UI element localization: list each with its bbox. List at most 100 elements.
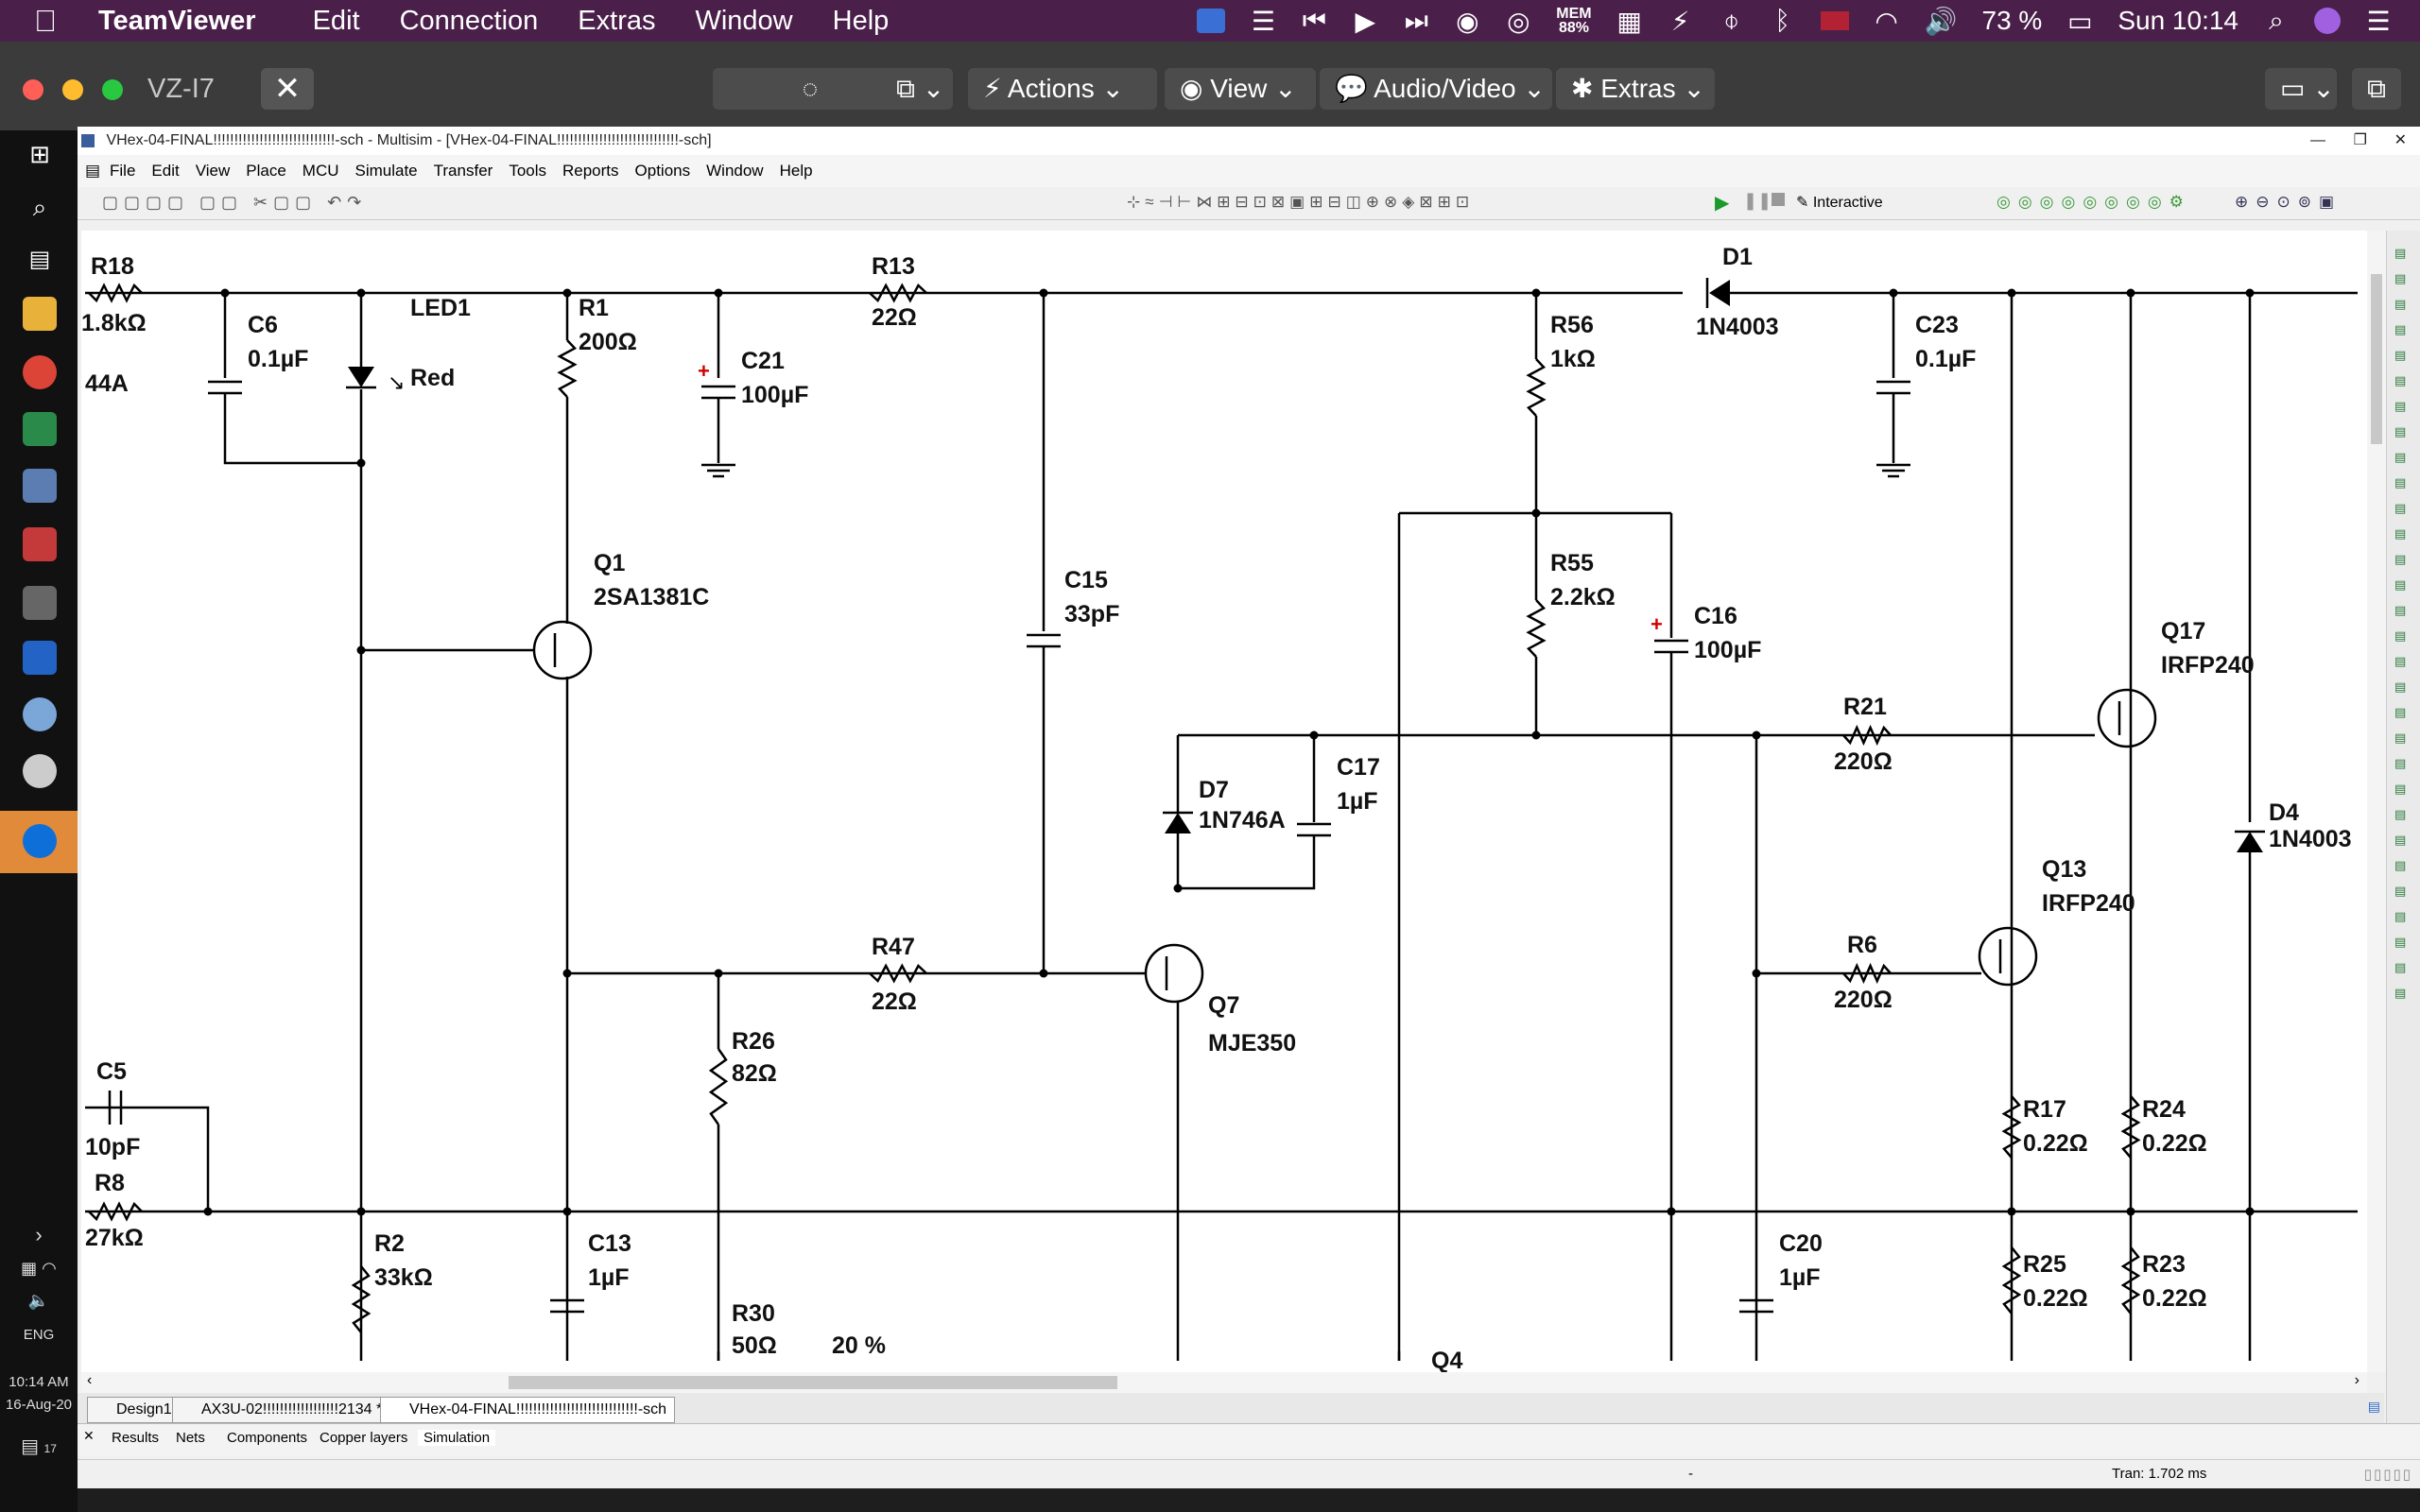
lightning-icon[interactable]: ⚡ <box>1670 6 1690 36</box>
interactive-mode-button[interactable]: ✎ Interactive <box>1796 195 1883 211</box>
menu-place[interactable]: Place <box>246 162 286 180</box>
vertical-scroll-thumb[interactable] <box>2371 274 2382 444</box>
menu-window[interactable]: Window <box>706 162 764 180</box>
battery-icon[interactable]: ▭ <box>2067 6 2093 36</box>
tab-components[interactable]: Components <box>227 1430 308 1446</box>
vertical-scrollbar[interactable] <box>2367 231 2386 1372</box>
menu-transfer[interactable]: Transfer <box>433 162 493 180</box>
close-icon[interactable]: ✕ <box>2394 132 2407 148</box>
show-hidden-icons-icon[interactable]: › <box>35 1223 43 1246</box>
tab-copper-layers[interactable]: Copper layers <box>320 1430 408 1446</box>
window-minimize-icon[interactable] <box>62 79 83 100</box>
menu-simulate[interactable]: Simulate <box>354 162 418 180</box>
close-panel-icon[interactable]: ✕ <box>83 1428 95 1443</box>
search-icon[interactable]: ⌕ <box>32 193 47 221</box>
bluetooth-icon[interactable]: ᛒ <box>1774 6 1791 35</box>
sync-icon[interactable]: ◎ <box>1507 6 1530 36</box>
siri-icon[interactable] <box>2314 8 2341 34</box>
remote-screen-button[interactable]: ▭ ⌄ <box>2265 68 2337 110</box>
window-close-icon[interactable] <box>23 79 43 100</box>
scroll-right-icon[interactable]: › <box>2354 1372 2360 1388</box>
schematic-svg[interactable]: ↘++R181.8kΩ44AC60.1µFLED1RedR1200ΩC21100… <box>81 231 2367 1372</box>
menu-mcu[interactable]: MCU <box>302 162 339 180</box>
file-explorer-icon[interactable] <box>23 297 57 331</box>
horizontal-scroll-thumb[interactable] <box>509 1376 1117 1389</box>
task-view-icon[interactable]: ▤ <box>28 247 51 272</box>
run-simulation-icon[interactable]: ▶ <box>1715 193 1730 214</box>
probe-tools[interactable]: ◎◎◎◎◎◎◎◎⚙ <box>1996 193 2191 211</box>
menu-help[interactable]: Help <box>779 162 813 180</box>
menu-reports[interactable]: Reports <box>562 162 619 180</box>
tab-results[interactable]: Results <box>112 1430 160 1446</box>
pause-simulation-icon[interactable]: ❚❚ <box>1743 191 1772 210</box>
chart-app-icon[interactable] <box>23 641 57 675</box>
play-icon[interactable]: ▶ <box>1355 6 1376 36</box>
spotlight-search-icon[interactable]: ⌕ <box>2269 5 2284 35</box>
menu-edit[interactable]: Edit <box>312 5 360 36</box>
volume-icon[interactable]: 🔊 <box>1924 6 1958 36</box>
instruments-panel[interactable]: ▤▤▤▤▤▤▤▤▤▤▤▤▤▤▤▤▤▤▤▤▤▤▤▤▤▤▤▤▤▤ <box>2386 231 2420 1450</box>
zoom-tools[interactable]: ⊕⊖⊙⊚▣ <box>2235 193 2342 211</box>
menu-tools[interactable]: Tools <box>509 162 546 180</box>
drive-icon[interactable]: ▦ <box>1616 6 1642 36</box>
tab-ax3u[interactable]: AX3U-02!!!!!!!!!!!!!!!!!!2134 * <box>172 1397 391 1423</box>
menu-options[interactable]: Options <box>634 162 691 180</box>
scroll-left-icon[interactable]: ‹ <box>87 1372 93 1388</box>
tab-design1[interactable]: Design1 <box>87 1397 181 1423</box>
next-track-icon[interactable]: ⏭ <box>1404 5 1428 35</box>
list-icon[interactable]: ☰ <box>1251 6 1275 36</box>
session-loading-button[interactable]: ◌ <box>713 68 908 110</box>
menu-edit[interactable]: Edit <box>151 162 180 180</box>
menu-file[interactable]: File <box>110 162 136 180</box>
stop-simulation-icon[interactable] <box>1772 193 1785 206</box>
notification-center-icon[interactable]: ▤ 17 <box>21 1436 57 1457</box>
resize-grip[interactable]: ▯▯▯▯▯ <box>2363 1467 2412 1483</box>
chrome-icon[interactable] <box>23 355 57 389</box>
component-tools[interactable]: ⊹≈⊣⊢⋈⊞⊟⊡⊠▣⊞⊟◫⊕⊗◈⊠⊞⊡ <box>1127 193 1475 211</box>
battery-percent[interactable]: 73 % <box>1981 6 2043 35</box>
menu-extras[interactable]: Extras <box>578 5 656 36</box>
actions-button[interactable]: ⚡ Actions ⌄ <box>968 68 1157 110</box>
flag-icon[interactable] <box>1820 11 1849 30</box>
book-icon[interactable] <box>23 527 57 561</box>
camera-icon[interactable] <box>23 754 57 788</box>
menu-connection[interactable]: Connection <box>399 5 539 36</box>
clipboard-button[interactable]: ⧉ ⌄ <box>881 68 953 110</box>
wifi-icon[interactable]: ◠ <box>1875 6 1898 36</box>
file-tools[interactable]: ▢▢▢▢ ▢▢ ✂▢▢ ↶↷ <box>102 193 368 212</box>
speaker-icon[interactable]: 🔈 <box>27 1291 50 1310</box>
teamviewer-status-icon[interactable] <box>1197 9 1226 33</box>
control-center-icon[interactable]: ☰ <box>2366 6 2391 36</box>
tab-nets[interactable]: Nets <box>176 1430 205 1446</box>
menu-view[interactable]: View <box>195 162 231 180</box>
teamviewer-taskbar-item[interactable] <box>0 811 78 873</box>
taskbar-date[interactable]: 16-Aug-20 <box>5 1397 73 1413</box>
app-menu[interactable]: TeamViewer <box>98 5 256 36</box>
multisim-icon[interactable] <box>23 469 57 503</box>
window-maximize-icon[interactable] <box>102 79 123 100</box>
menu-window[interactable]: Window <box>695 5 793 36</box>
panel-options-icon[interactable]: ▤ <box>2367 1399 2380 1414</box>
restore-icon[interactable]: ❐ <box>2353 132 2367 148</box>
end-session-button[interactable]: ✕ <box>261 68 314 110</box>
fullscreen-button[interactable]: ⧉ <box>2352 68 2401 110</box>
paperclip-icon[interactable]: ⌽ <box>1723 5 1740 35</box>
tray-icons[interactable]: ▦ ◠ <box>21 1259 57 1278</box>
tab-vhex[interactable]: VHex-04-FINAL!!!!!!!!!!!!!!!!!!!!!!!!!!!… <box>380 1397 676 1423</box>
calculator-icon[interactable] <box>23 586 57 620</box>
instrument-icons[interactable]: ▤▤▤▤▤▤▤▤▤▤▤▤▤▤▤▤▤▤▤▤▤▤▤▤▤▤▤▤▤▤ <box>2394 246 2407 1000</box>
windows-start-icon[interactable]: ⊞ <box>29 140 50 168</box>
view-button[interactable]: ◉ View ⌄ <box>1165 68 1316 110</box>
torrent-icon[interactable]: ◉ <box>1456 6 1479 36</box>
disc-icon[interactable] <box>23 697 57 731</box>
clock[interactable]: Sun 10:14 <box>2118 6 2238 35</box>
language-indicator[interactable]: ENG <box>23 1327 55 1343</box>
apple-menu-icon[interactable]:  <box>34 4 79 39</box>
app-monitor-icon[interactable] <box>23 412 57 446</box>
horizontal-scrollbar[interactable]: ‹ › <box>81 1372 2367 1393</box>
extras-button[interactable]: ✱ Extras ⌄ <box>1556 68 1715 110</box>
minimize-icon[interactable]: — <box>2310 132 2325 148</box>
previous-track-icon[interactable]: ⏮ <box>1302 5 1326 35</box>
